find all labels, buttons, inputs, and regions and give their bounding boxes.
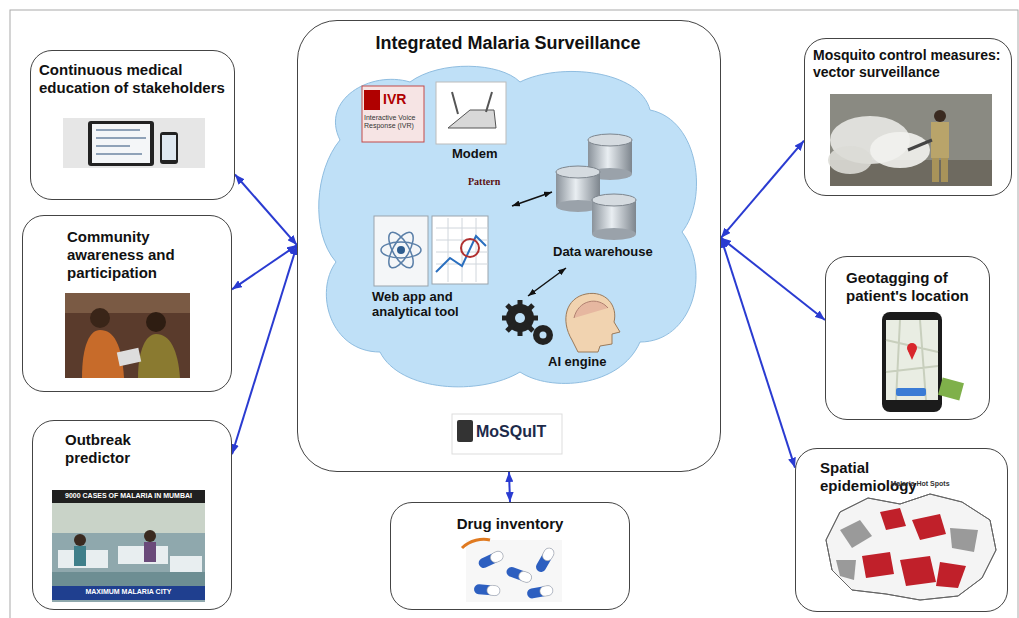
hospital-photo bbox=[52, 490, 205, 602]
web-app-icon bbox=[374, 216, 488, 286]
modem-icon bbox=[436, 82, 506, 144]
component-box: Outbreak predictor bbox=[32, 420, 232, 610]
box-label: Drug inventory bbox=[401, 515, 619, 533]
logo-frame bbox=[452, 414, 562, 454]
ivr-logo bbox=[362, 86, 424, 142]
double-arrow bbox=[509, 472, 510, 502]
part-label: Modem bbox=[452, 147, 522, 162]
cloud bbox=[319, 66, 697, 387]
hotspot-map bbox=[826, 494, 996, 600]
page-frame bbox=[10, 10, 1018, 618]
double-arrow bbox=[721, 141, 804, 238]
component-box: Mosquito control measures: vector survei… bbox=[804, 38, 1012, 196]
device-picture bbox=[63, 118, 205, 168]
database-icon bbox=[556, 134, 636, 240]
part-label: 9000 CASES OF MALARIA IN MUMBAI bbox=[54, 492, 203, 500]
component-box: Drug inventory bbox=[390, 502, 630, 610]
component-box: Spatial epidemiology bbox=[795, 448, 1008, 612]
box-label: Outbreak predictor bbox=[65, 431, 177, 467]
component-box: Continuous medical education of stakehol… bbox=[30, 50, 235, 200]
part-label: Interactive Voice Response (IVR) bbox=[364, 114, 422, 130]
part-label: Data warehouse bbox=[553, 245, 673, 260]
logo-icon bbox=[457, 420, 473, 442]
system-title: Integrated Malaria Surveillance bbox=[308, 33, 708, 55]
part-label: MAXIMUM MALARIA CITY bbox=[54, 588, 203, 596]
part-label: AI engine bbox=[548, 355, 628, 370]
part-label: IVR bbox=[383, 91, 423, 107]
system-box: Integrated Malaria Surveillance bbox=[297, 20, 721, 472]
ivr-logo bbox=[364, 90, 380, 110]
community-photo bbox=[65, 293, 190, 378]
part-label: MoSQuIT bbox=[476, 423, 560, 441]
box-label: Continuous medical education of stakehol… bbox=[39, 61, 229, 97]
double-arrow bbox=[235, 175, 297, 246]
component-box: Geotagging of patient's location bbox=[825, 256, 990, 420]
fogging-photo bbox=[828, 94, 992, 186]
part-label: Malaria Hot Spots bbox=[880, 480, 960, 488]
box-label: Mosquito control measures: vector survei… bbox=[813, 47, 1005, 81]
ai-engine-icon bbox=[502, 293, 620, 352]
phone-picture bbox=[882, 312, 964, 412]
box-label: Spatial epidemiology bbox=[820, 459, 944, 495]
component-box: Community awareness and participation bbox=[22, 215, 232, 392]
box-label: Geotagging of patient's location bbox=[846, 269, 984, 305]
part-label: Web app and analytical tool bbox=[372, 290, 497, 320]
double-arrow bbox=[721, 238, 825, 320]
pills-picture bbox=[462, 539, 562, 602]
link-arrow bbox=[528, 268, 566, 296]
double-arrow bbox=[721, 238, 795, 468]
double-arrow bbox=[232, 245, 297, 454]
pattern-arrow bbox=[512, 192, 552, 206]
box-label: Community awareness and participation bbox=[67, 228, 199, 282]
part-label: Pattern bbox=[468, 176, 528, 188]
double-arrow bbox=[232, 245, 297, 289]
